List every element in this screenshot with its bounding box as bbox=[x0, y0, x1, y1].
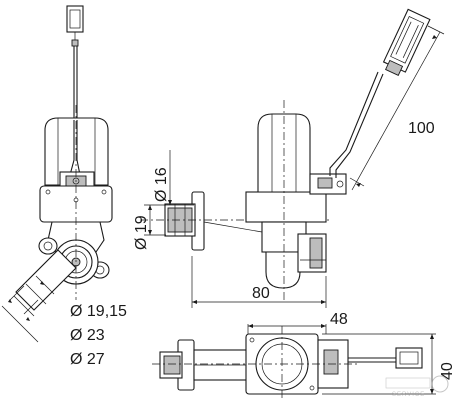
dim-100 bbox=[349, 25, 445, 191]
side-pump-body bbox=[245, 191, 327, 223]
side-connector-plug bbox=[382, 8, 431, 76]
front-view bbox=[1, 5, 113, 343]
label-dia-19-15: Ø 19,15 bbox=[70, 303, 127, 320]
dim-dia-19 bbox=[144, 204, 166, 236]
dia-dimension-arrows bbox=[1, 275, 55, 343]
side-view bbox=[140, 8, 431, 300]
label-length-100: 100 bbox=[408, 120, 435, 137]
label-length-80: 80 bbox=[252, 285, 270, 302]
dim-80 bbox=[191, 256, 327, 308]
label-dia-27: Ø 27 bbox=[70, 351, 105, 368]
label-length-48: 48 bbox=[330, 311, 348, 328]
dim-dia-16 bbox=[164, 150, 194, 206]
side-lower-chamber bbox=[265, 251, 301, 289]
label-dia-19: Ø 19 bbox=[133, 215, 150, 250]
top-connector-plug bbox=[395, 347, 423, 369]
dim-48 bbox=[247, 324, 327, 334]
label-dia-16: Ø 16 bbox=[153, 167, 170, 202]
watermark-text: SERVICE bbox=[392, 392, 425, 398]
top-view bbox=[152, 326, 423, 400]
watermark: SERVICE bbox=[385, 375, 449, 398]
front-connector-boot bbox=[71, 39, 79, 47]
label-dia-23: Ø 23 bbox=[70, 327, 105, 344]
label-length-40: 40 bbox=[439, 362, 456, 380]
